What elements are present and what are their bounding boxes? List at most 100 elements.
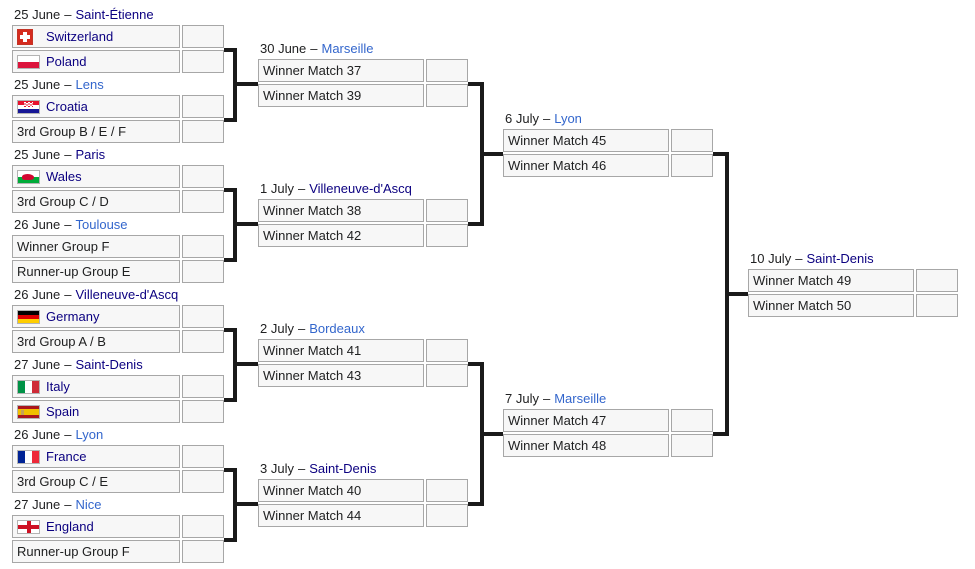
bracket-connector [224,328,237,332]
team-row: Winner Match 42 [258,224,468,247]
venue-link[interactable]: Bordeaux [309,321,365,336]
match-date-venue: 27 June–Nice [14,496,102,513]
team-row: Switzerland [12,25,224,48]
match-box: Winner Group F Runner-up Group E [12,235,224,283]
team-name-cell: Runner-up Group E [12,260,180,283]
score-cell [182,165,224,188]
venue-link[interactable]: Lyon [75,427,104,442]
team-row: Winner Match 46 [503,154,713,177]
bracket-connector [237,502,258,506]
flag-slot [17,54,40,69]
date-venue-separator: – [64,497,72,512]
score-cell [182,375,224,398]
team-row: England [12,515,224,538]
venue-link[interactable]: Saint-Denis [309,461,377,476]
team-row: Winner Match 41 [258,339,468,362]
wales-flag-icon [17,169,40,184]
team-placeholder-label: Winner Match 44 [263,508,362,523]
venue-link[interactable]: Paris [75,147,106,162]
score-cell [426,339,468,362]
venue-link[interactable]: Lens [75,77,104,92]
bracket-connector [237,362,258,366]
team-row: Winner Match 49 [748,269,958,292]
score-cell [182,190,224,213]
flag-slot [17,449,40,464]
team-row: 3rd Group C / E [12,470,224,493]
score-cell [671,434,713,457]
match-date-venue: 1 July–Villeneuve-d'Ascq [260,180,412,197]
date-venue-separator: – [64,217,72,232]
team-link[interactable]: Croatia [46,99,88,114]
team-row: Winner Match 38 [258,199,468,222]
date-venue-separator: – [542,111,551,126]
team-placeholder-label: Winner Group F [17,239,110,254]
venue-link[interactable]: Toulouse [75,217,128,232]
team-link[interactable]: Wales [46,169,82,184]
match-date: 27 June [14,357,61,372]
team-name-cell: Winner Match 37 [258,59,424,82]
team-row: Winner Match 43 [258,364,468,387]
bracket-connector [468,82,484,86]
venue-link[interactable]: Saint-Denis [806,251,874,266]
score-cell [182,540,224,563]
team-name-cell: Winner Match 43 [258,364,424,387]
score-cell [182,445,224,468]
team-link[interactable]: Poland [46,54,87,69]
score-cell [916,269,958,292]
venue-link[interactable]: Nice [75,497,102,512]
team-link[interactable]: England [46,519,94,534]
team-placeholder-label: Winner Match 40 [263,483,362,498]
venue-link[interactable]: Marseille [321,41,374,56]
switzerland-flag-icon [17,28,33,45]
score-cell [182,25,224,48]
score-cell [182,120,224,143]
match-date-venue: 25 June–Saint-Étienne [14,6,154,23]
team-name-cell: Winner Match 50 [748,294,914,317]
score-cell [916,294,958,317]
bracket-connector [468,502,484,506]
venue-link[interactable]: Lyon [554,111,582,126]
bracket-connector [725,152,729,436]
bracket-connector [233,468,237,542]
team-name-cell: Winner Match 40 [258,479,424,502]
flag-slot [17,519,40,534]
team-placeholder-label: 3rd Group A / B [17,334,106,349]
team-row: Winner Match 40 [258,479,468,502]
team-name-cell: England [12,515,180,538]
score-cell [182,400,224,423]
venue-link[interactable]: Saint-Denis [75,357,143,372]
venue-link[interactable]: Villeneuve-d'Ascq [309,181,412,196]
match-date-venue: 26 June–Lyon [14,426,103,443]
venue-link[interactable]: Saint-Étienne [75,7,154,22]
score-cell [182,95,224,118]
team-link[interactable]: France [46,449,87,464]
venue-link[interactable]: Marseille [554,391,607,406]
match-date: 26 June [14,287,61,302]
team-link[interactable]: Spain [46,404,80,419]
team-link[interactable]: Switzerland [46,29,114,44]
date-venue-separator: – [542,391,551,406]
match-date: 3 July [260,461,294,476]
flag-slot [17,169,40,184]
team-name-cell: Winner Match 39 [258,84,424,107]
match-date: 26 June [14,427,61,442]
team-link[interactable]: Germany [46,309,100,324]
bracket-connector [468,362,484,366]
score-cell [426,59,468,82]
score-cell [426,199,468,222]
team-row: Winner Match 39 [258,84,468,107]
team-placeholder-label: Winner Match 50 [753,298,852,313]
team-placeholder-label: Runner-up Group E [17,264,131,279]
team-link[interactable]: Italy [46,379,70,394]
spain-flag-icon [17,404,40,419]
venue-link[interactable]: Villeneuve-d'Ascq [75,287,179,302]
bracket-connector [713,152,729,156]
